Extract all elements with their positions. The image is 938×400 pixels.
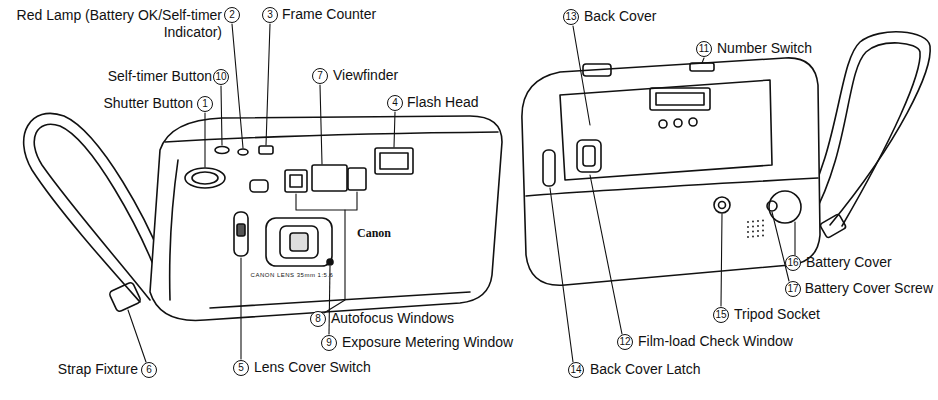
speaker-hole [757,230,759,232]
speaker-hole [752,236,754,238]
callout-number-box: 1 [197,96,213,112]
part-label: Red Lamp (Battery OK/Self-timer Indicato… [17,7,222,41]
callout-number-box: 13 [563,9,579,25]
part-label-box: Back Cover [584,8,656,26]
speaker-hole [762,220,764,222]
part-label: Lens Cover Switch [254,359,371,375]
callout-number-box: 3 [262,7,278,23]
speaker-hole [747,221,749,223]
callout-number: 4 [392,97,398,108]
part-label-box: Lens Cover Switch [254,359,371,377]
part-label: Autofocus Windows [331,310,454,326]
speaker-hole [762,230,764,232]
speaker-hole [752,221,754,223]
callout-number: 14 [570,364,581,375]
part-label: Back Cover Latch [590,361,701,377]
callout-number-box: 11 [696,41,712,57]
callout-number: 7 [317,70,323,81]
part-label-box: Back Cover Latch [590,361,701,379]
lens-inscription: CANON LENS 35mm 1:5.6 [251,272,334,278]
part-label: Exposure Metering Window [342,334,513,350]
callout-number-box: 15 [713,307,729,323]
speaker-hole [757,225,759,227]
callout-number: 8 [315,313,321,324]
speaker-hole [752,226,754,228]
part-label-box: Battery Cover [806,254,892,272]
part-label: Strap Fixture [58,361,138,377]
part-label: Shutter Button [103,95,193,111]
part-label-box: Shutter Button [103,95,193,113]
speaker-hole [757,220,759,222]
callout-number: 3 [267,9,273,20]
part-label: Flash Head [407,94,479,110]
callout-number-box: 9 [321,335,337,351]
speaker-hole [747,231,749,233]
callout-number: 15 [715,309,726,320]
camera-back [522,58,820,285]
part-label: Battery Cover Screw [805,280,933,296]
speaker-hole [762,235,764,237]
callout-number: 9 [326,337,332,348]
part-label-box: Viewfinder [333,67,398,85]
callout-number: 5 [238,362,244,373]
part-label-box: Tripod Socket [734,306,820,324]
part-label-box: Film-load Check Window [638,333,793,351]
speaker-hole [747,226,749,228]
part-label-box: Red Lamp (Battery OK/Self-timer Indicato… [4,7,222,42]
part-label: Battery Cover [806,254,892,270]
wrist-strap [24,113,168,312]
part-label-box: Flash Head [407,94,479,112]
callout-number-box: 5 [233,360,249,376]
callout-number: 6 [146,364,152,375]
part-label-box: Exposure Metering Window [342,334,513,352]
callout-number: 11 [699,43,709,54]
callout-number: 13 [565,11,576,22]
part-label-box: Battery Cover Screw [805,280,933,298]
callout-number-box: 6 [141,362,157,378]
callout-number-box: 10 [213,69,229,85]
brand-logo: Canon [357,226,391,240]
part-label-box: Number Switch [717,40,812,58]
part-label: Back Cover [584,8,656,24]
callout-number-box: 8 [310,311,326,327]
callout-number: 16 [787,257,798,268]
callout-number-box: 7 [312,68,328,84]
speaker-hole [752,231,754,233]
callout-number-box: 17 [785,281,801,297]
callout-number-box: 2 [224,7,240,23]
part-label: Tripod Socket [734,306,820,322]
speaker-hole [757,235,759,237]
callout-number: 12 [619,336,630,347]
camera-front [150,116,502,320]
part-label-box: Autofocus Windows [331,310,454,328]
part-label-box: Self-timer Button [108,68,212,86]
speaker-holes [747,220,764,238]
part-label: Number Switch [717,40,812,56]
part-label-box: Strap Fixture [58,361,138,379]
part-label: Viewfinder [333,67,398,83]
callout-number-box: 14 [568,362,584,378]
callout-number: 1 [202,98,208,109]
callout-number-box: 4 [387,95,403,111]
part-label-box: Frame Counter [282,6,376,24]
lens-inscription-box: CANON LENS 35mm 1:5.6 [251,272,334,280]
part-label: Frame Counter [282,6,376,22]
callout-number: 10 [215,71,226,82]
callout-number: 17 [787,283,798,294]
callout-number-box: 12 [617,334,633,350]
speaker-hole [762,225,764,227]
part-label: Self-timer Button [108,68,212,84]
brand-logo-box: Canon [357,226,391,241]
callout-number: 2 [229,9,235,20]
callout-number-box: 16 [785,255,801,271]
part-label: Film-load Check Window [638,333,793,349]
speaker-hole [747,236,749,238]
